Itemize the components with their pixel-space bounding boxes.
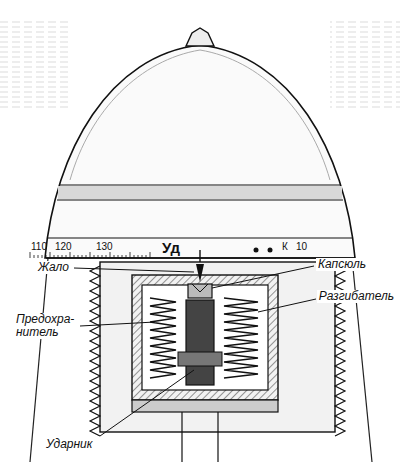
scale-number: 130	[96, 241, 113, 252]
part-label: Разгибатель	[317, 290, 396, 303]
scale-number: 10	[296, 241, 307, 252]
part-label: Жало	[36, 261, 71, 274]
part-label: Предохра- нитель	[14, 313, 80, 339]
part-label: Ударник	[44, 438, 94, 451]
part-label: Капсюль	[316, 258, 368, 271]
scale-number: 110	[31, 241, 47, 252]
scale-number: 120	[55, 241, 72, 252]
setting-mark: К	[282, 241, 288, 252]
setting-mark: Уд	[162, 240, 180, 257]
